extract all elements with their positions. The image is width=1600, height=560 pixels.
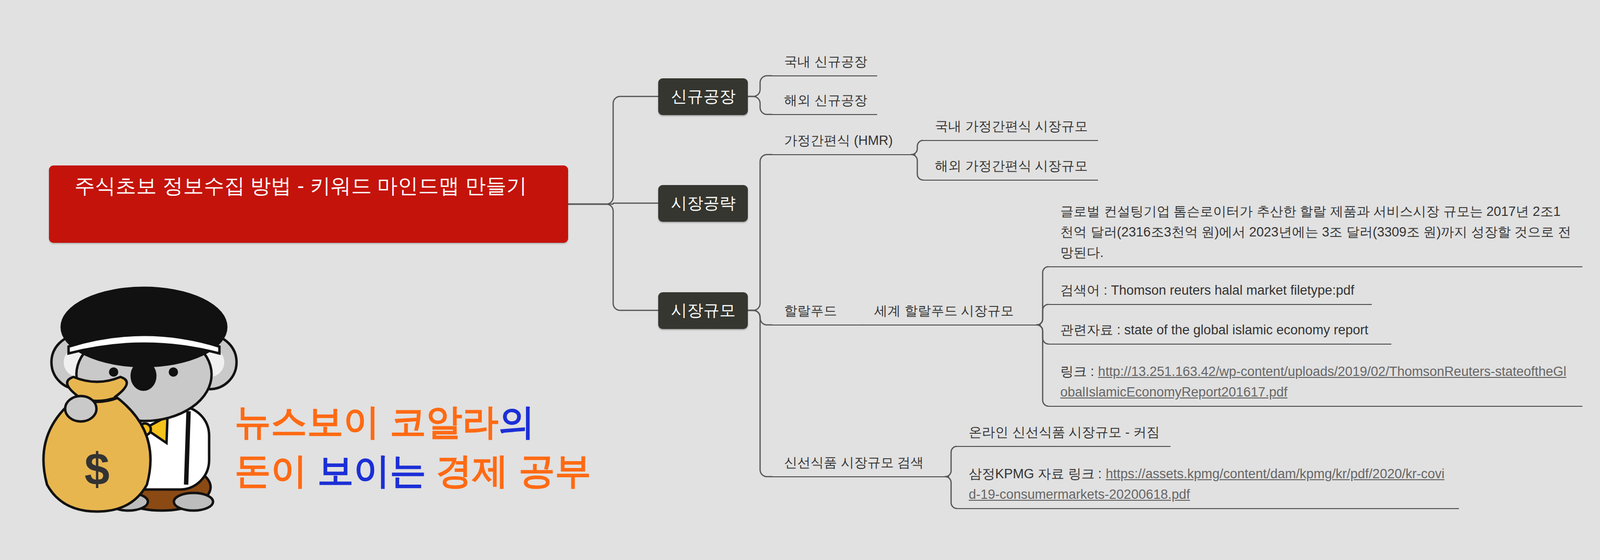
leaf-topic: 검색어 : Thomson reuters halal market filet… [1048,278,1372,306]
branch-connector [1036,304,1049,326]
topic-text: 글로벌 컨설팅기업 톰슨로이터가 추산한 할랄 제품과 서비스시장 규모는 20… [1060,204,1572,261]
topic-text: 삼정KPMG 자료 링크 : [968,466,1102,482]
topic-text: 신규공장 [670,85,736,108]
branch-connector [747,310,773,478]
topic-text: 국내 신규공장 [784,54,868,70]
topic-text: 주식초보 정보수집 방법 - 키워드 마인드맵 만들기 [74,173,543,200]
topic-text: 시장규모 [670,299,736,322]
topic-text: 국내 가정간편식 시장규모 [934,119,1088,134]
slogan-text: 보이는 [317,450,427,492]
leaf-topic: 삼정KPMG 자료 링크 :https://assets.kpmg/conten… [956,462,1459,510]
slogan-text: 의 [498,401,535,443]
topic-text: 링크 : [1060,364,1095,380]
topic-text: 해외 신규공장 [784,93,868,108]
branch-connector [568,96,659,205]
branch-box: 신규공장 [658,78,748,116]
branch-connector [911,154,924,181]
leaf-topic: 할랄푸드 [772,299,862,326]
branch-connector [911,140,924,155]
slogan-line: 돈이보이는경제 공부 [234,449,592,494]
leaf-topic: 온라인 신선식품 시장규모 - 커짐 [956,420,1171,448]
slogan-line: 뉴스보이 코알라의 [234,400,535,445]
topic-text: 관련자료 : state of the global islamic econo… [1060,322,1369,338]
topic-text: 시장공략 [670,192,736,215]
branch-connector [747,96,773,115]
branch-connector [568,204,659,311]
leaf-topic: 세계 할랄푸드 시장규모 [862,299,1041,326]
leaf-topic: 해외 신규공장 [772,88,878,116]
dollar-sign: $ [84,446,110,492]
branch-connector [945,477,957,509]
leaf-topic: 국내 신규공장 [772,49,878,77]
slogan-text: 돈이 [234,450,308,492]
branch-connector [1036,325,1049,407]
leaf-topic: 가정간편식 (HMR) [772,128,916,156]
money-bag [43,377,151,512]
leaf-topic: 국내 가정간편식 시장규모 [923,114,1099,142]
root-topic-box: 주식초보 정보수집 방법 - 키워드 마인드맵 만들기 [48,165,569,243]
topic-text: 가정간편식 (HMR) [784,133,893,148]
branch-box: 시장공략 [658,185,748,222]
branch-connector [747,154,773,311]
topic-text: 세계 할랄푸드 시장규모 [874,303,1014,319]
branch-connector [747,75,773,97]
topic-text: 검색어 : Thomson reuters halal market filet… [1060,283,1355,298]
leaf-topic: 관련자료 : state of the global islamic econo… [1048,318,1392,345]
slogan-text: 경제 공부 [435,450,592,492]
link-text: http://13.251.163.42/wp-content/uploads/… [1060,364,1567,400]
slogan-text: 뉴스보이 코알라 [234,401,499,443]
leaf-topic: 글로벌 컨설팅기업 톰슨로이터가 추산한 할랄 제품과 서비스시장 규모는 20… [1048,199,1583,268]
topic-text: 온라인 신선식품 시장규모 - 커짐 [968,425,1160,440]
topic-text: 해외 가정간편식 시장규모 [934,158,1088,174]
leaf-topic: 신선식품 시장규모 검색 [772,451,950,478]
leaf-topic: 링크 :http://13.251.163.42/wp-content/uplo… [1048,359,1583,407]
leaf-topic: 해외 가정간편식 시장규모 [923,154,1099,181]
branch-box: 시장규모 [658,292,748,330]
topic-text: 할랄푸드 [784,303,837,319]
topic-text: 신선식품 시장규모 검색 [784,455,924,471]
branch-connector [1036,266,1049,326]
